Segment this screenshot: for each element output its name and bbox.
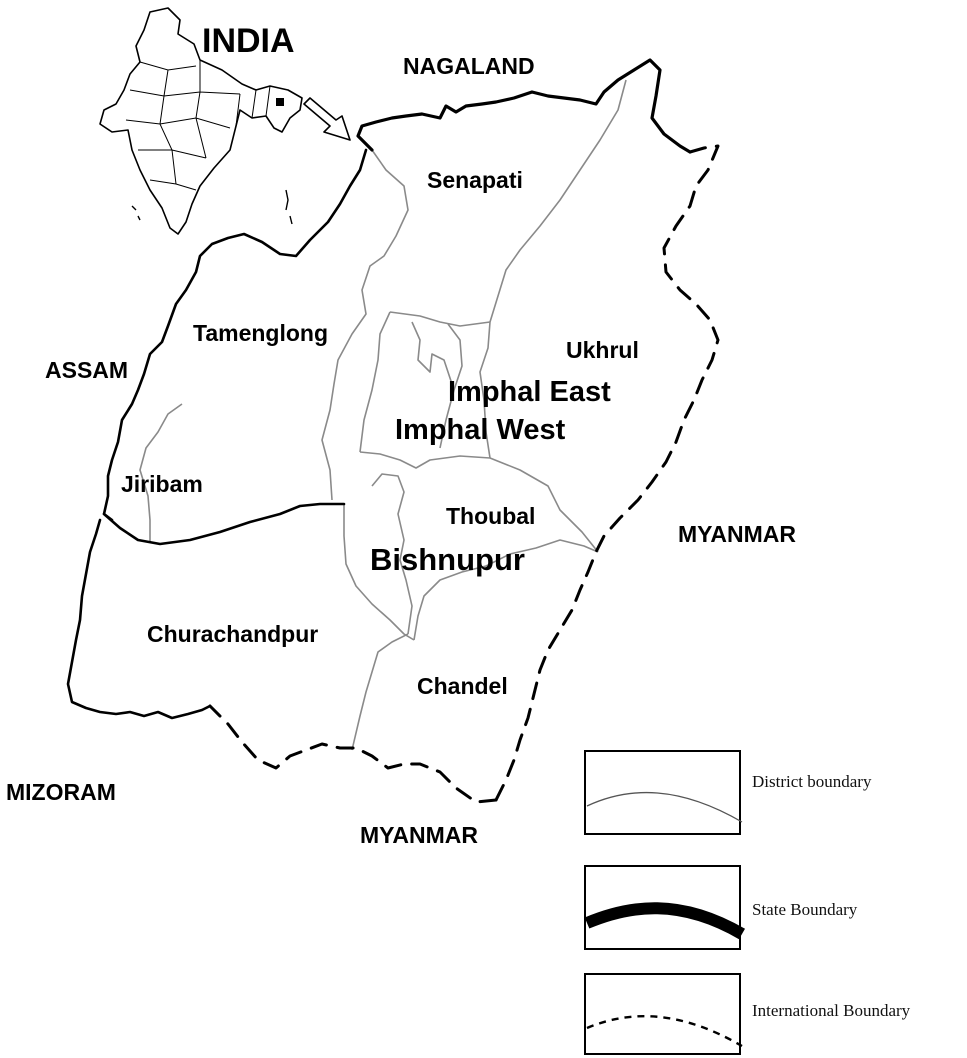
legend-district: District boundary [584,750,872,835]
legend-international-label: International Boundary [752,1001,911,1020]
boundary-bishnupur-west [343,504,415,641]
label-thoubal: Thoubal [446,503,535,529]
international-boundary [208,144,720,804]
india-islands [131,189,293,225]
boundary-churachandpur-chandel [351,633,409,751]
boundary-imphal-east-west [439,323,463,449]
neighbor-labels: NAGALAND ASSAM MYANMAR MYANMAR MIZORAM [6,53,796,848]
label-senapati: Senapati [427,167,523,193]
boundary-senapati-tamenglong [321,149,409,501]
legend-international-sample [586,1015,743,1048]
india-internal-borders [125,60,271,191]
label-imphal-west: Imphal West [395,414,566,446]
boundary-jiribam [139,403,183,542]
legend-international: International Boundary [584,973,911,1055]
legend-district-sample [586,791,743,823]
district-labels: Senapati Tamenglong Ukhrul Imphal East I… [121,167,639,699]
label-myanmar-east: MYANMAR [678,521,796,547]
india-title: INDIA [202,22,295,60]
boundary-senapati-south [389,311,491,327]
india-inset: INDIA [99,7,351,235]
label-chandel: Chandel [417,673,508,699]
legend-state: State Boundary [584,865,858,950]
boundary-bishnupur-lobe [371,473,413,635]
label-ukhrul: Ukhrul [566,337,639,363]
boundary-thoubal-chandel [413,539,599,641]
international-boundary-south [208,704,498,804]
legend-district-label: District boundary [752,772,872,791]
state-boundary [66,58,692,720]
legend-district-box [584,750,741,835]
label-tamenglong: Tamenglong [193,320,328,346]
state-boundary-west [102,148,368,522]
boundary-senapati-ukhrul [479,79,627,459]
legend-state-label: State Boundary [752,900,858,919]
state-boundary-jiribam [102,502,346,546]
pointer-arrow [303,97,351,141]
legend-state-sample [584,902,746,940]
label-jiribam: Jiribam [121,471,203,497]
label-assam: ASSAM [45,357,128,383]
boundary-imphal-lobe [411,321,455,391]
label-myanmar-south: MYANMAR [360,822,478,848]
label-imphal-east: Imphal East [448,376,611,408]
label-bishnupur: Bishnupur [370,542,525,577]
boundary-valley-south [359,451,599,553]
state-boundary-assam-south [66,518,212,720]
label-mizoram: MIZORAM [6,779,116,805]
legend: District boundary State Boundary Interna… [584,750,911,1055]
district-boundaries [139,79,627,751]
international-boundary-east [494,144,720,802]
label-churachandpur: Churachandpur [147,621,318,647]
state-boundary-north [356,58,692,154]
label-nagaland: NAGALAND [403,53,535,79]
manipur-highlight [276,98,284,106]
boundary-imphal-valley [359,311,391,453]
legend-international-box [584,973,741,1055]
